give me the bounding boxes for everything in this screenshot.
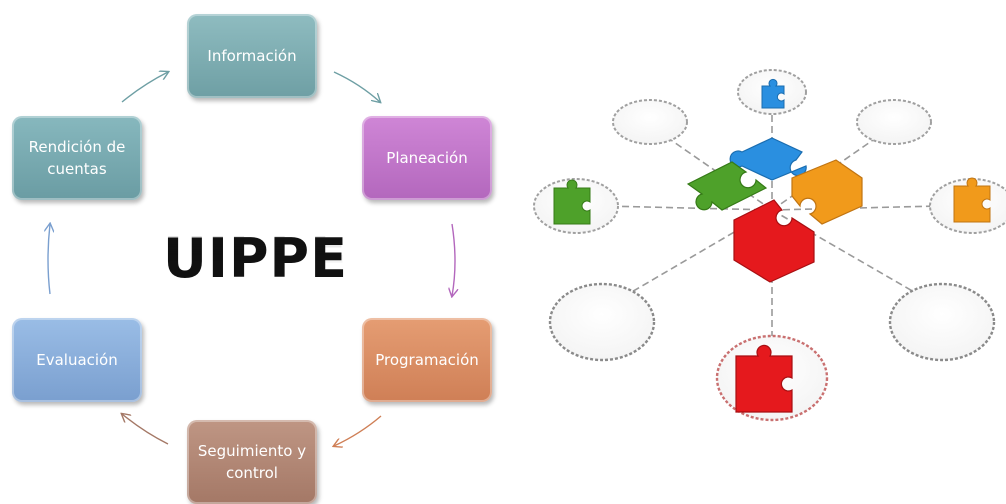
diagram-title: UIPPE [163,227,348,290]
cycle-step-informacion: Información [187,14,317,98]
cycle-arrows [0,0,520,500]
cycle-step-planeacion: Planeación [362,116,492,200]
hub-orange-piece [791,159,863,225]
node-lower-right [888,282,996,362]
green-puzzle-piece-icon [553,179,591,225]
node-lower-left [548,282,656,362]
cycle-step-evaluacion: Evaluación [12,318,142,402]
puzzle-network-illustration [533,69,1006,422]
arrow-eval-to-rend [48,224,50,295]
cycle-step-programacion: Programación [362,318,492,402]
diagram-title-reflection: UIPPE [163,236,348,273]
arrow-plan-to-prog [452,223,455,296]
cycle-step-rendicion: Rendición de cuentas [12,116,142,200]
hub-green-piece [686,161,768,211]
red-puzzle-piece-icon [735,344,793,413]
blue-puzzle-piece-icon [761,78,785,109]
orange-puzzle-piece-icon [953,177,991,223]
hub-red-piece [733,199,815,283]
central-puzzle-cluster [686,137,863,283]
hub-blue-piece [729,137,807,181]
cycle-step-seguimiento: Seguimiento y control [187,420,317,504]
arrow-info-to-plan [333,71,380,102]
arrow-rend-to-info [121,72,168,103]
arrow-seg-to-eval [122,414,169,445]
node-upper-left [612,99,688,145]
node-upper-right [856,99,932,145]
arrow-prog-to-seg [334,415,382,446]
